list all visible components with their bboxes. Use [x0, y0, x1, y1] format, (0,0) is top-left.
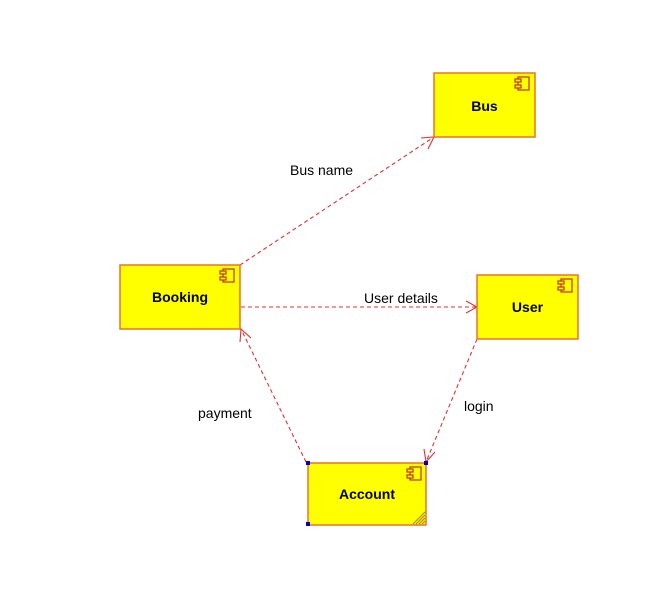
component-icon — [406, 466, 422, 481]
component-label: Bus — [471, 98, 498, 114]
component-booking[interactable]: Booking — [119, 264, 241, 330]
dependency-user-account[interactable]: login — [423, 338, 494, 464]
component-icon — [514, 76, 530, 91]
component-icon — [557, 278, 573, 293]
component-label: Account — [339, 486, 395, 502]
selection-handle-top-right[interactable] — [424, 461, 428, 465]
dependency-booking-bus[interactable]: Bus name — [239, 136, 435, 266]
dependency-label-bus-name: Bus name — [290, 162, 353, 178]
dependency-label-login: login — [464, 398, 494, 414]
component-label: User — [512, 299, 544, 315]
dependency-account-booking[interactable]: payment — [198, 327, 307, 463]
selection-handle-top-left[interactable] — [306, 461, 310, 465]
component-account[interactable]: Account — [306, 461, 428, 526]
component-user[interactable]: User — [476, 274, 579, 340]
component-icon — [219, 268, 235, 283]
dependency-label-user-details: User details — [364, 290, 438, 306]
resize-grip[interactable] — [412, 511, 426, 525]
dependency-label-payment: payment — [198, 405, 252, 421]
component-label: Booking — [152, 289, 208, 305]
dependency-booking-user[interactable]: User details — [241, 290, 479, 314]
selection-handle-bottom-left[interactable] — [306, 522, 310, 526]
component-bus[interactable]: Bus — [433, 72, 536, 138]
